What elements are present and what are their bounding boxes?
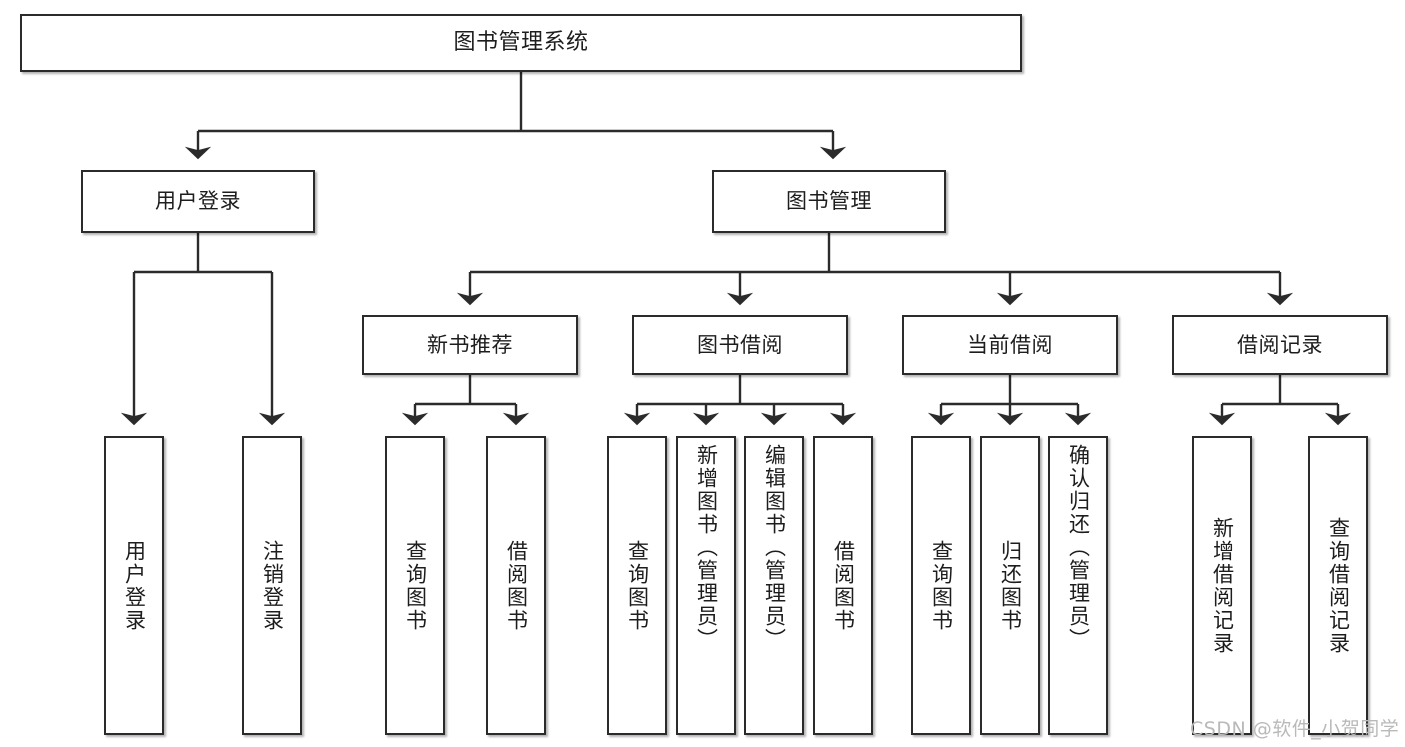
node-leaf-borrow-book-new-label: 借阅图书 bbox=[504, 539, 529, 632]
node-leaf-query-book-current[interactable]: 查询图书 bbox=[911, 436, 971, 735]
node-leaf-edit-book-admin-label: 编辑图书（管理员） bbox=[762, 444, 787, 651]
watermark-text: CSDN @软件_小贺同学 bbox=[1190, 718, 1400, 740]
node-leaf-user-login-label: 用户登录 bbox=[122, 539, 147, 632]
node-user-login-label: 用户登录 bbox=[155, 189, 241, 214]
node-leaf-user-login[interactable]: 用户登录 bbox=[104, 436, 164, 735]
node-leaf-borrow-book-new[interactable]: 借阅图书 bbox=[486, 436, 546, 735]
node-leaf-logout[interactable]: 注销登录 bbox=[242, 436, 302, 735]
node-new-book-recommend-label: 新书推荐 bbox=[427, 332, 513, 357]
node-leaf-confirm-return-admin[interactable]: 确认归还（管理员） bbox=[1048, 436, 1108, 735]
node-leaf-query-book-borrow[interactable]: 查询图书 bbox=[607, 436, 667, 735]
node-borrow-record[interactable]: 借阅记录 bbox=[1172, 315, 1388, 375]
node-current-borrow-label: 当前借阅 bbox=[967, 332, 1053, 357]
node-leaf-add-borrow-record[interactable]: 新增借阅记录 bbox=[1192, 436, 1252, 735]
node-root[interactable]: 图书管理系统 bbox=[20, 14, 1022, 72]
node-leaf-return-book[interactable]: 归还图书 bbox=[980, 436, 1040, 735]
node-book-management[interactable]: 图书管理 bbox=[712, 170, 946, 233]
node-current-borrow[interactable]: 当前借阅 bbox=[902, 315, 1118, 375]
node-leaf-add-book-admin[interactable]: 新增图书（管理员） bbox=[676, 436, 736, 735]
node-leaf-borrow-book-label: 借阅图书 bbox=[831, 539, 856, 632]
node-leaf-logout-label: 注销登录 bbox=[260, 539, 285, 632]
node-leaf-return-book-label: 归还图书 bbox=[998, 539, 1023, 632]
node-leaf-edit-book-admin[interactable]: 编辑图书（管理员） bbox=[744, 436, 804, 735]
node-root-label: 图书管理系统 bbox=[453, 30, 589, 56]
node-user-login[interactable]: 用户登录 bbox=[81, 170, 315, 233]
node-leaf-query-book-current-label: 查询图书 bbox=[929, 539, 954, 632]
node-leaf-add-borrow-record-label: 新增借阅记录 bbox=[1210, 516, 1235, 655]
node-book-borrow-label: 图书借阅 bbox=[697, 332, 783, 357]
node-book-borrow[interactable]: 图书借阅 bbox=[632, 315, 848, 375]
node-book-management-label: 图书管理 bbox=[786, 189, 872, 214]
node-leaf-borrow-book[interactable]: 借阅图书 bbox=[813, 436, 873, 735]
node-leaf-add-book-admin-label: 新增图书（管理员） bbox=[694, 444, 719, 651]
node-leaf-query-borrow-record-label: 查询借阅记录 bbox=[1326, 516, 1351, 655]
node-leaf-query-borrow-record[interactable]: 查询借阅记录 bbox=[1308, 436, 1368, 735]
node-leaf-query-book-borrow-label: 查询图书 bbox=[625, 539, 650, 632]
node-leaf-query-book-new-label: 查询图书 bbox=[403, 539, 428, 632]
node-new-book-recommend[interactable]: 新书推荐 bbox=[362, 315, 578, 375]
node-leaf-query-book-new[interactable]: 查询图书 bbox=[385, 436, 445, 735]
node-borrow-record-label: 借阅记录 bbox=[1237, 332, 1323, 357]
node-leaf-confirm-return-admin-label: 确认归还（管理员） bbox=[1066, 444, 1091, 651]
